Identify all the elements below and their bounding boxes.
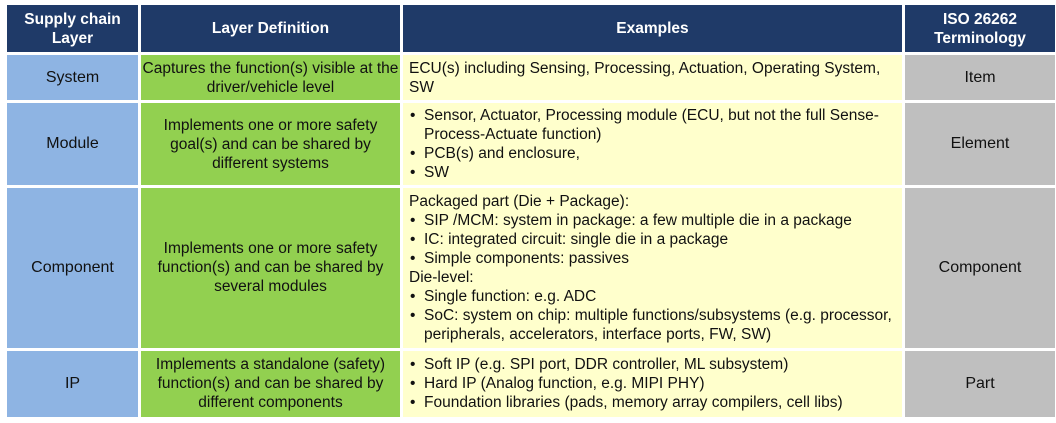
iso-term-cell: Item xyxy=(905,55,1055,101)
table-row-module: Module Implements one or more safety goa… xyxy=(7,103,1055,185)
header-row: Supply chain Layer Layer Definition Exam… xyxy=(7,5,1055,53)
table-row-component: Component Implements one or more safety … xyxy=(7,187,1055,348)
list-item: SIP /MCM: system in package: a few multi… xyxy=(409,211,898,230)
list-item: IC: integrated circuit: single die in a … xyxy=(409,230,898,249)
header-layer-definition: Layer Definition xyxy=(141,5,400,53)
table-row-system: System Captures the function(s) visible … xyxy=(7,55,1055,101)
examples-cell: ECU(s) including Sensing, Processing, Ac… xyxy=(403,55,902,101)
list-item: SoC: system on chip: multiple functions/… xyxy=(409,306,898,344)
list-item: SW xyxy=(409,163,898,182)
definition-cell: Implements one or more safety function(s… xyxy=(141,187,400,348)
packaged-part-list: SIP /MCM: system in package: a few multi… xyxy=(409,211,898,268)
header-iso-terminology: ISO 26262 Terminology xyxy=(905,5,1055,53)
packaged-part-heading: Packaged part (Die + Package): xyxy=(409,192,630,210)
layer-cell: Component xyxy=(7,187,138,348)
examples-cell: Sensor, Actuator, Processing module (ECU… xyxy=(403,103,902,185)
list-item: Foundation libraries (pads, memory array… xyxy=(409,393,898,412)
table-row-ip: IP Implements a standalone (safety) func… xyxy=(7,350,1055,417)
die-level-list: Single function: e.g. ADC SoC: system on… xyxy=(409,287,898,344)
iso-term-cell: Component xyxy=(905,187,1055,348)
layer-cell: Module xyxy=(7,103,138,185)
definition-cell: Implements a standalone (safety) functio… xyxy=(141,350,400,417)
definition-cell: Implements one or more safety goal(s) an… xyxy=(141,103,400,185)
examples-cell: Packaged part (Die + Package): SIP /MCM:… xyxy=(403,187,902,348)
supply-chain-table: Supply chain Layer Layer Definition Exam… xyxy=(4,2,1056,420)
die-level-heading: Die-level: xyxy=(409,268,474,286)
iso-term-cell: Part xyxy=(905,350,1055,417)
examples-cell: Soft IP (e.g. SPI port, DDR controller, … xyxy=(403,350,902,417)
layer-cell: System xyxy=(7,55,138,101)
layer-cell: IP xyxy=(7,350,138,417)
iso-term-cell: Element xyxy=(905,103,1055,185)
list-item: Single function: e.g. ADC xyxy=(409,287,898,306)
list-item: PCB(s) and enclosure, xyxy=(409,144,898,163)
definition-cell: Captures the function(s) visible at the … xyxy=(141,55,400,101)
list-item: Soft IP (e.g. SPI port, DDR controller, … xyxy=(409,355,898,374)
list-item: Hard IP (Analog function, e.g. MIPI PHY) xyxy=(409,374,898,393)
header-supply-chain-layer: Supply chain Layer xyxy=(7,5,138,53)
header-examples: Examples xyxy=(403,5,902,53)
list-item: Simple components: passives xyxy=(409,249,898,268)
list-item: Sensor, Actuator, Processing module (ECU… xyxy=(409,106,898,144)
examples-list: Sensor, Actuator, Processing module (ECU… xyxy=(409,106,898,182)
examples-list: Soft IP (e.g. SPI port, DDR controller, … xyxy=(409,355,898,412)
